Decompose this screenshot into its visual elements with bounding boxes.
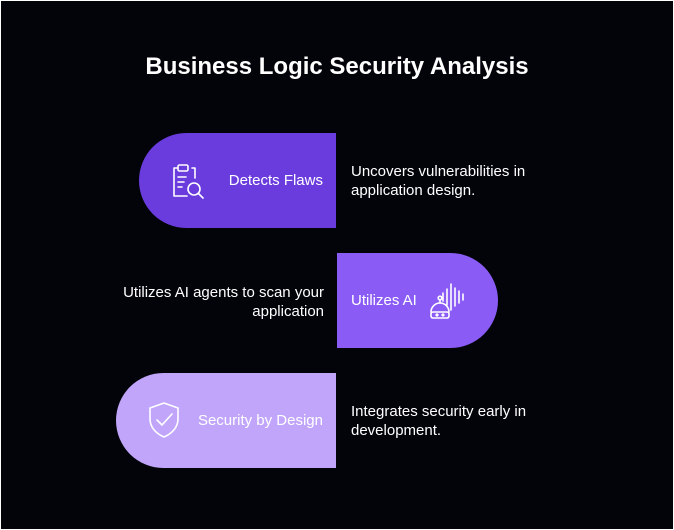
pill-label: Detects Flaws — [228, 172, 323, 189]
item-description: Integrates security early in development… — [351, 403, 527, 439]
robot-sound-wave-icon — [428, 280, 472, 324]
clipboard-search-icon — [167, 162, 207, 206]
pill-detects-flaws: Detects Flaws — [139, 133, 336, 228]
pill-label: Security by Design — [197, 412, 323, 429]
item-description: Uncovers vulnerabilities in application … — [351, 163, 526, 199]
shield-check-icon — [145, 400, 183, 444]
pill-label: Utilizes AI — [351, 292, 417, 309]
pill-utilizes-ai: Utilizes AI — [337, 253, 498, 348]
pill-security-by-design: Security by Design — [116, 373, 336, 468]
diagram-title: Business Logic Security Analysis — [145, 53, 529, 80]
item-description: Utilizes AI agents to scan your applicat… — [123, 284, 324, 320]
